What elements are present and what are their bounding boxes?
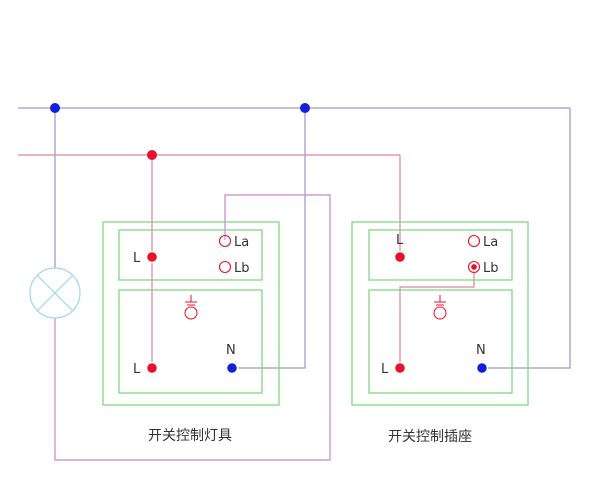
panel-outer-border [102,221,280,406]
switch-lb-label: Lb [483,261,499,276]
ground-icon [433,295,447,320]
junction-dot-icon [300,103,310,113]
socket-n-label: N [226,343,236,358]
switch-la-terminal [218,234,232,248]
switch-la-terminal [467,234,481,248]
socket-l-terminal [145,361,159,375]
panel-switch-controls-socket: L La Lb L N [351,221,529,406]
panel-outer-border [351,221,529,406]
socket-l-label: L [133,362,141,377]
switch-lb-terminal [467,260,481,274]
socket-n-label: N [476,343,486,358]
lamp-cross-circle-icon [29,267,81,319]
socket-module [368,289,513,394]
panel-switch-controls-lamp: L La Lb L N [102,221,280,406]
switch-wires [54,194,331,461]
switch-module [118,229,263,281]
socket-l-terminal [393,361,407,375]
switched-lamp-return [54,194,331,461]
switch-l-terminal [145,250,159,264]
switch-l-terminal [393,250,407,264]
socket-n-terminal [225,361,239,375]
switch-la-label: La [234,235,249,250]
caption-switch-controls-socket: 开关控制插座 [388,429,472,445]
junction-dot-icon [50,103,60,113]
ground-icon [184,295,198,320]
socket-n-terminal [475,361,489,375]
caption-switch-controls-lamp: 开关控制灯具 [148,428,232,444]
switch-lb-label: Lb [234,261,250,276]
switch-l-label: L [133,251,141,266]
neutral-to-panel2-socket [482,108,571,369]
switch-l-label: L [396,233,404,248]
switch-module [368,229,513,281]
switch-lb-terminal-live [469,262,479,272]
switch-lb-to-socket-l [399,268,475,368]
switch-la-label: La [483,235,498,250]
junction-dot-icon [147,150,157,160]
socket-module [118,289,263,394]
switch-lb-terminal [218,260,232,274]
socket-l-label: L [381,362,389,377]
